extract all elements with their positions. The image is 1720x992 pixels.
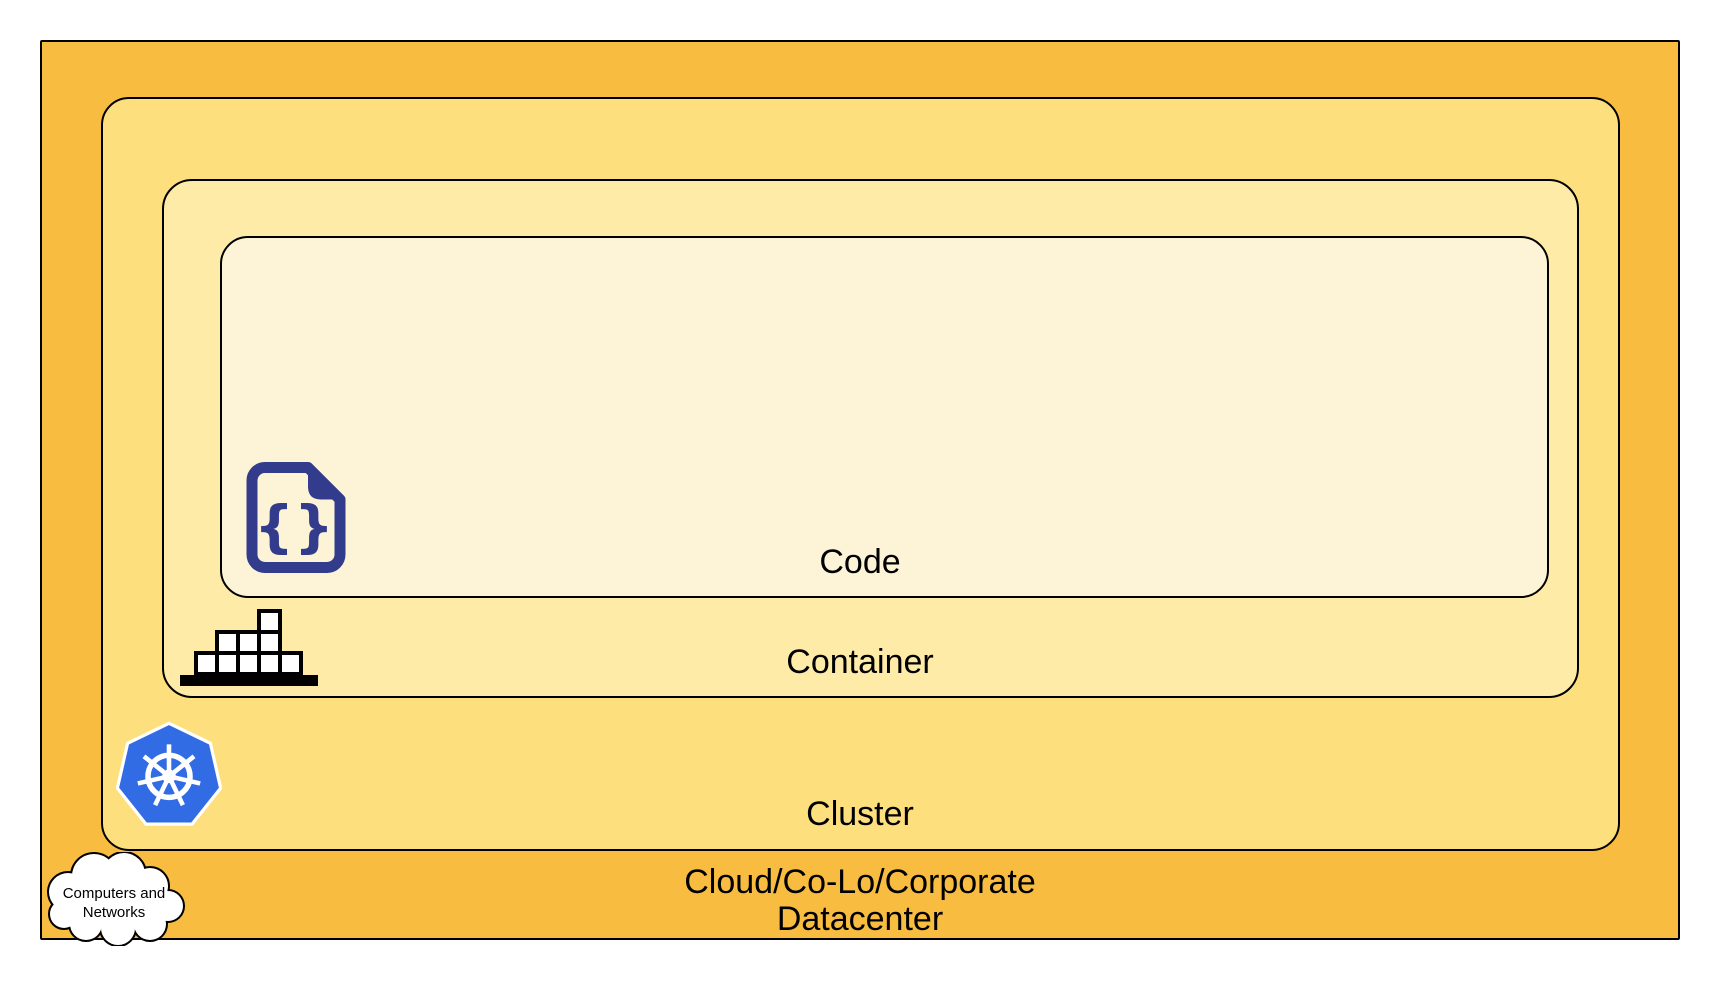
braces-glyph: {}	[254, 495, 334, 560]
cloud-label-line2: Networks	[83, 904, 146, 921]
cluster-label: Cluster	[806, 795, 914, 833]
code-file-icon: {}	[246, 462, 346, 573]
datacenter-label-line1: Cloud/Co-Lo/Corporate	[684, 863, 1036, 901]
code-label: Code	[819, 543, 901, 581]
document-fold	[308, 465, 342, 500]
cloud-network-icon: Computers and Networks	[47, 852, 185, 946]
container-base-bar	[180, 675, 318, 686]
container-blocks-icon	[180, 609, 318, 686]
cloud-fill-mask	[49, 853, 183, 945]
container-label: Container	[786, 643, 934, 681]
cloud-label-line1: Computers and	[63, 885, 166, 902]
layer-code	[220, 236, 1549, 598]
container-blocks	[194, 609, 303, 676]
document-outline	[246, 462, 346, 573]
k8s-helm-wheel	[137, 744, 201, 807]
kubernetes-helm-icon	[116, 721, 222, 826]
datacenter-label-line2: Datacenter	[776, 900, 944, 938]
datacenter-label: Cloud/Co-Lo/Corporate Datacenter	[40, 864, 1680, 938]
